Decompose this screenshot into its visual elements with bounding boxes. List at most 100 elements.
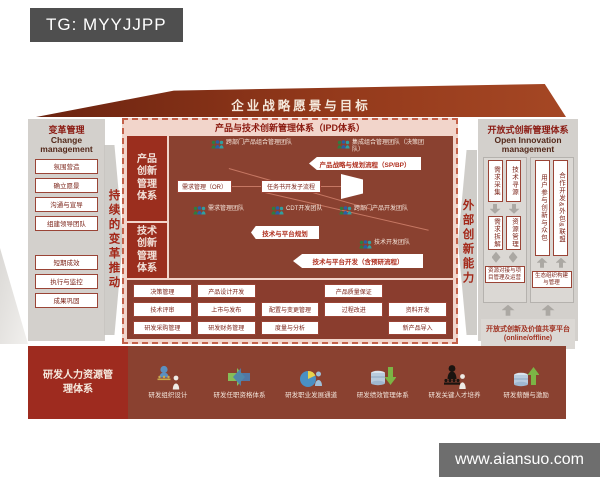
funnel-shape: [341, 174, 363, 199]
people-icon: [211, 140, 224, 149]
two-way-arrow-icon: [491, 251, 501, 263]
people-icon: [339, 206, 352, 215]
hr-system-title: 研发人力资源管理体系: [28, 346, 128, 419]
change-title-en: Change management: [40, 135, 93, 155]
grid-cell: 技术评审: [133, 302, 192, 317]
team-tdt: 技术开发团队: [359, 240, 410, 249]
vbox-resource-mgmt: 资源管理: [506, 215, 521, 250]
hr-item-compensation: 研发薪酬与激励: [497, 364, 555, 400]
open-col-resources: 需求采集 技术寻源 需求拆解 资源管理 资源对接与项目管理及运营: [482, 156, 527, 303]
flow-sp-bp: 产品战略与规划流程（SP/BP）: [309, 157, 421, 170]
change-step: 执行与监控: [35, 273, 98, 289]
platform-arrows: [488, 304, 568, 316]
qualification-icon: [228, 368, 251, 387]
grid-cell-empty: [261, 284, 320, 298]
grid-cell: 过程改进: [324, 302, 384, 317]
change-step: 组建领导团队: [35, 215, 98, 231]
grid-cell: 配置与变更管理: [260, 302, 320, 317]
ipd-flow: 产品创新管理体系 技术创新管理体系 跨部门产品组合管理团队: [127, 136, 453, 278]
section-tech-innovation: 技术创新管理体系: [127, 223, 167, 278]
strategy-title: 企业战略愿景与目标: [231, 99, 371, 113]
hr-item-key-talent: 研发关键人才培养: [425, 364, 483, 400]
watermark-site: www.aiansuo.com: [439, 443, 600, 477]
grid-cell: 决策管理: [133, 284, 192, 299]
change-management-panel: 变革管理 Change management 氛围营造 确立愿景 沟通与宣导 组…: [28, 119, 105, 341]
grid-cell: 研发财务管理: [196, 320, 256, 335]
connector-line: [232, 186, 261, 187]
ipd-sections: 产品创新管理体系 技术创新管理体系: [127, 136, 167, 278]
up-arrow-icon: [501, 304, 515, 316]
change-step: 氛围营造: [35, 158, 98, 174]
flow-tech-dev: 技术与平台开发（含预研流程）: [293, 254, 423, 268]
career-path-icon: [300, 371, 323, 388]
ipd-flow-main: 跨部门产品组合管理团队 集成组合管理团队（决策团队） 产品战略与规划流程（SP/…: [169, 136, 453, 278]
left-arrow-icon: [458, 150, 477, 335]
vbox-tech-sourcing: 技术寻源: [506, 159, 521, 202]
right-arrow-icon: [104, 145, 123, 335]
up-arrow-icon: [541, 304, 555, 316]
grid-cell: 资料开发: [388, 302, 447, 317]
flow-tech-plan: 技术与平台规划: [251, 226, 319, 239]
flow-charter-box: 任务书开发子流程: [261, 180, 321, 193]
change-drive-label: 持续的变革推动: [107, 189, 120, 291]
hr-item-org-design: 研发组织设计: [139, 364, 197, 400]
open-title-en: Open Innovation management: [494, 135, 562, 155]
up-arrow-icon: [555, 257, 567, 268]
vbox-requirement-collect: 需求采集: [488, 159, 503, 202]
grid-cell: 产品设计开发: [196, 284, 256, 299]
change-step: 确立愿景: [35, 177, 98, 193]
external-innovation-label: 外部创新能力: [461, 199, 474, 286]
change-drive-connector: 持续的变革推动: [104, 145, 123, 335]
hr-item-career-path: 研发职业发展通道: [282, 364, 340, 400]
vbox-user-cocreation: 用户参与创新与众包: [535, 159, 550, 256]
grid-cell: 研发采购管理: [133, 320, 192, 335]
down-arrow-icon: [508, 203, 520, 214]
strategy-roof: 企业战略愿景与目标: [36, 84, 566, 117]
ipd-support-grid: 决策管理 产品设计开发 产品质量保证 技术评审 上市与发布 配置与变更管理 过程…: [127, 280, 453, 339]
key-talent-icon: [444, 365, 467, 390]
hr-items: 研发组织设计 研发任职资格体系 研发职业发展通道: [128, 346, 566, 419]
page-fold-shadow: [0, 248, 28, 344]
up-arrow-icon: [536, 257, 548, 268]
performance-icon: [370, 367, 396, 386]
grid-cell-empty: [324, 321, 383, 335]
ipd-title: 产品与技术创新管理体系（IPD体系）: [214, 123, 365, 133]
resource-matching-box: 资源对接与项目管理及运营: [484, 265, 525, 284]
org-design-icon: [157, 366, 180, 390]
team-cdt: CDT开发团队: [271, 206, 322, 215]
watermark-tag: TG: MYYJJPP: [30, 8, 183, 42]
team-ipmt: 集成组合管理团队（决策团队）: [337, 140, 430, 154]
hr-system-bar: 研发人力资源管理体系 研发组织设计 研发任职资格体系: [28, 346, 566, 419]
hr-item-qualification: 研发任职资格体系: [210, 364, 268, 400]
ipd-frame: 产品与技术创新管理体系（IPD体系） 产品创新管理体系 技术创新管理体系: [122, 118, 458, 344]
open-platform-box: 开放式创新及价值共享平台 (online/offline): [481, 318, 575, 349]
people-icon: [193, 206, 206, 215]
grid-cell: 产品质量保证: [324, 284, 384, 299]
two-way-arrow-icon: [508, 251, 518, 263]
connector-line: [321, 186, 341, 187]
open-title-zh: 开放式创新管理体系: [487, 125, 569, 135]
ecosystem-box: 生态组织构建与管理: [531, 270, 572, 289]
compensation-icon: [514, 367, 540, 387]
vbox-coop-alliance: 合作开发&外包&联盟: [553, 159, 568, 256]
platform-line2: (online/offline): [503, 334, 553, 342]
hr-item-performance: 研发绩效管理体系: [354, 364, 412, 400]
grid-cell-empty: [388, 284, 447, 298]
open-innovation-panel: 开放式创新管理体系 Open Innovation management 需求采…: [478, 119, 578, 349]
grid-cell: 上市与发布: [196, 302, 256, 317]
flow-or-box: 需求管理（OR）: [177, 180, 232, 193]
team-portfolio: 跨部门产品组合管理团队: [211, 140, 300, 149]
team-pdt: 跨部门产品开发团队: [339, 206, 408, 215]
external-innovation-connector: 外部创新能力: [458, 150, 477, 335]
open-col-ecosystem: 用户参与创新与众包 合作开发&外包&联盟 生态组织构建与管理: [529, 156, 574, 303]
platform-line1: 开放式创新及价值共享平台: [486, 325, 570, 333]
open-innovation-body: 需求采集 技术寻源 需求拆解 资源管理 资源对接与项目管理及运营: [478, 156, 578, 303]
change-step: 成果巩固: [35, 292, 98, 308]
vbox-requirement-split: 需求拆解: [488, 215, 503, 250]
grid-cell: 新产品导入: [388, 320, 447, 335]
change-step: 短期成效: [35, 254, 98, 270]
people-icon: [359, 240, 372, 249]
people-icon: [337, 140, 350, 149]
change-title-zh: 变革管理: [48, 125, 85, 135]
